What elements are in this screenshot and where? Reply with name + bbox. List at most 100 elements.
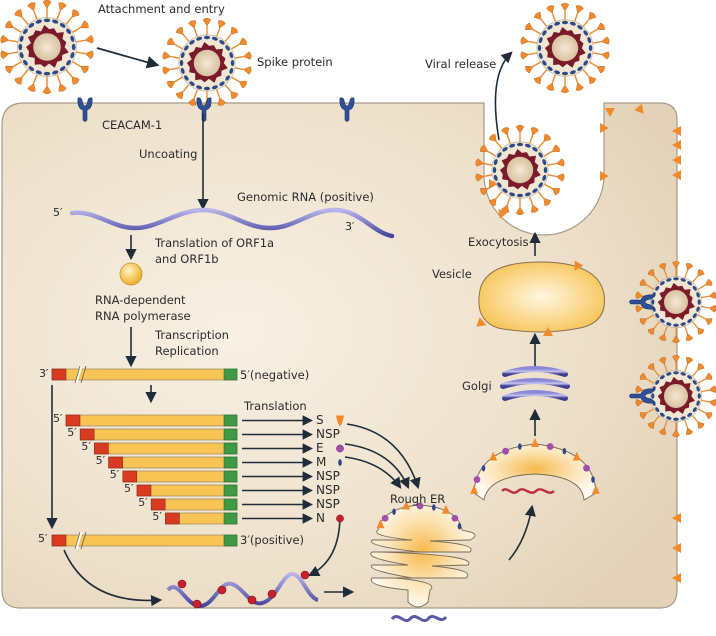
e-protein-icon bbox=[502, 447, 510, 455]
genomic-rna-ribbon bbox=[69, 207, 395, 239]
m-protein-icon bbox=[432, 504, 436, 511]
protein-product-label: NSP bbox=[316, 497, 340, 511]
er-rna-fragment bbox=[390, 614, 448, 622]
e-protein-icon bbox=[451, 514, 459, 522]
receptor-ceacam1-1 bbox=[77, 97, 93, 122]
subgenomic-rna bbox=[108, 456, 238, 469]
m-protein-icon bbox=[481, 465, 486, 472]
subgenomic-5prime-label: 5′ bbox=[124, 482, 134, 495]
spike-protein-icon bbox=[489, 451, 498, 461]
m-protein-icon bbox=[562, 447, 567, 455]
protein-product-label: M bbox=[316, 455, 327, 469]
m-protein-icon bbox=[457, 523, 462, 530]
spike-icon bbox=[336, 415, 344, 427]
er-to-budding-arrow bbox=[508, 504, 536, 561]
surface-spike-icon bbox=[600, 171, 609, 181]
replication-label: Replication bbox=[155, 344, 219, 358]
free-virion bbox=[0, 0, 94, 95]
spike-protein-icon bbox=[470, 484, 479, 494]
surface-spike-icon bbox=[498, 209, 508, 219]
spike-protein-icon bbox=[441, 504, 450, 514]
positive-strand-rna bbox=[51, 531, 238, 550]
e-protein-icon bbox=[416, 502, 424, 510]
s-to-er-arrow bbox=[346, 423, 421, 490]
receptor-ceacam1-4 bbox=[629, 294, 654, 310]
nucleocapsid-rna bbox=[166, 570, 319, 609]
protein-product-label: N bbox=[316, 511, 325, 525]
protein-product-label: NSP bbox=[316, 469, 340, 483]
positive-5prime-label: 5′ bbox=[38, 532, 48, 545]
positive-strand-label: 3′(positive) bbox=[240, 533, 305, 547]
surface-spike-icon bbox=[672, 543, 681, 553]
surface-spike-icon bbox=[600, 123, 609, 133]
rough-er-label: Rough ER bbox=[390, 492, 446, 506]
orf-translation-label-1: Translation of ORF1a bbox=[155, 236, 275, 250]
subgenomic-5prime-label: 5′ bbox=[138, 496, 148, 509]
e-protein-icon bbox=[546, 443, 554, 450]
negative-strand-rna bbox=[51, 365, 238, 384]
receptor-bound-virion-1 bbox=[635, 261, 716, 343]
exocytosing-virion bbox=[475, 124, 565, 216]
spike-protein-label: Spike protein bbox=[257, 55, 333, 69]
subgenomic-rna bbox=[136, 484, 238, 497]
protein-product-label: NSP bbox=[316, 483, 340, 497]
negative-3prime-label: 3′ bbox=[39, 367, 49, 380]
uncoating-label: Uncoating bbox=[139, 147, 198, 161]
golgi-apparatus bbox=[500, 366, 570, 401]
viral-release-label: Viral release bbox=[425, 57, 497, 71]
n-protein-arrow bbox=[307, 514, 341, 577]
surface-spike-icon bbox=[489, 179, 498, 189]
receptor-label: CEACAM-1 bbox=[102, 118, 163, 132]
m-protein-icon bbox=[591, 476, 595, 483]
subgenomic-5prime-label: 5′ bbox=[109, 468, 120, 481]
subgenomic-5prime-label: 5′ bbox=[81, 440, 91, 453]
surface-spike-icon bbox=[672, 170, 681, 180]
exocytosis-label: Exocytosis bbox=[468, 235, 529, 249]
subgenomic-5prime-label: 5′ bbox=[53, 412, 63, 425]
surface-spike-icon bbox=[672, 126, 681, 136]
e-protein-icon bbox=[336, 444, 344, 453]
receptor-ceacam1-5 bbox=[629, 388, 654, 404]
surface-spike-icon bbox=[634, 103, 644, 114]
rdrp-label-1: RNA-dependent bbox=[95, 293, 186, 307]
surface-spike-icon bbox=[672, 155, 681, 165]
genomic-3prime-label: 3′ bbox=[345, 220, 355, 233]
golgi-label: Golgi bbox=[462, 379, 492, 393]
rough-er bbox=[370, 504, 476, 608]
e-to-er-arrow bbox=[344, 443, 410, 490]
spike-protein-icon bbox=[591, 484, 600, 494]
released-virion bbox=[520, 2, 610, 94]
translation-label: Translation bbox=[244, 399, 307, 413]
attaching-virion bbox=[162, 17, 252, 109]
subgenomic-rna bbox=[94, 442, 238, 455]
m-protein-icon bbox=[338, 459, 342, 466]
attachment-arrow bbox=[96, 47, 160, 69]
m-protein-icon bbox=[518, 443, 522, 450]
vesicle-label: Vesicle bbox=[432, 267, 472, 281]
m-protein-icon bbox=[392, 508, 396, 515]
protein-product-label: E bbox=[316, 441, 324, 455]
receptor-ceacam1-3 bbox=[339, 97, 355, 122]
e-protein-icon bbox=[473, 476, 481, 483]
n-protein-icon bbox=[336, 514, 344, 523]
positive-to-assembly-arrow bbox=[63, 549, 163, 607]
surface-spike-icon bbox=[605, 108, 615, 117]
subgenomic-rna bbox=[150, 498, 238, 511]
spike-protein-icon bbox=[572, 451, 581, 461]
protein-product-label: S bbox=[316, 413, 324, 427]
rdrp-label-2: RNA polymerase bbox=[95, 309, 191, 323]
viral-release-arrow bbox=[494, 51, 513, 141]
negative-strand-label: 5′(negative) bbox=[240, 368, 310, 382]
rna-polymerase-icon bbox=[119, 262, 143, 286]
subgenomic-rna bbox=[122, 470, 238, 483]
receptor-ceacam1-2 bbox=[196, 97, 212, 122]
protein-product-label: NSP bbox=[316, 427, 340, 441]
transcription-label: Transcription bbox=[155, 328, 229, 342]
secretory-vesicle bbox=[478, 261, 605, 333]
surface-spike-icon bbox=[672, 573, 681, 583]
spike-protein-icon bbox=[531, 438, 539, 447]
subgenomic-rna bbox=[165, 512, 238, 525]
m-to-er-arrow bbox=[344, 456, 402, 489]
subgenomic-rna bbox=[79, 428, 238, 441]
